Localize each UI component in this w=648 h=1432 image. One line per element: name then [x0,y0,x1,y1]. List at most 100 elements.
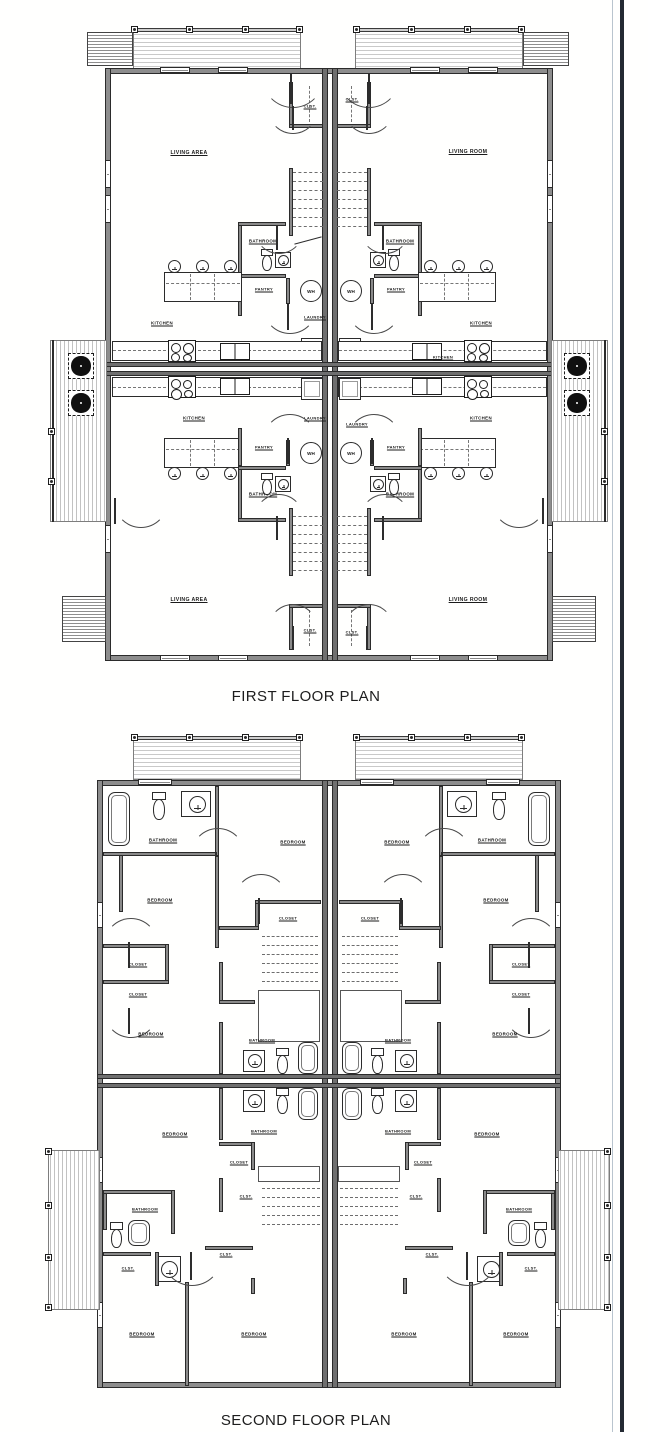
room-label-kitchen: KITCHEN [470,320,492,326]
toilet [261,473,273,495]
sheet-border-thick [620,0,624,1432]
balcony-post [518,734,525,741]
hall-wall [219,1000,255,1004]
bathroom-wall [535,852,539,912]
toilet [492,792,506,820]
room-label-closet-short: CLST. [121,1265,135,1271]
closet-wall [489,980,555,984]
window [105,160,111,188]
door-closet [376,874,430,924]
window [105,195,111,223]
room-label-bathroom: BATHROOM [248,491,278,497]
deck-rail-left [133,28,301,32]
balcony-post [186,734,193,741]
room-label-closet: CLOSET [229,1159,249,1165]
kitchen-counter [338,341,547,361]
room-label-closet-short: CLST. [425,1251,439,1257]
balcony-post [45,1254,52,1261]
door-closet-2 [268,106,318,134]
window [468,67,498,73]
balcony-rail-left [133,736,301,740]
pantry-wall-left [238,428,242,466]
lavatory [395,1050,417,1072]
range-cooktop [464,340,492,362]
second-floor-plan: BATHROOM BEDROOM CLOSET CLOSET BEDROOM B… [0,722,612,1432]
lavatory [181,791,211,817]
window [410,67,440,73]
door-closet [234,874,288,924]
side-stairs-left [62,596,106,642]
lavatory [370,252,386,268]
island-line [444,440,445,466]
door-closet-2 [504,1008,558,1038]
balcony-post [45,1304,52,1311]
bedroom-wall [439,856,443,948]
bathroom-wall [483,1190,487,1234]
toilet [371,1048,384,1074]
bathroom-wall [219,1088,223,1140]
closet-wall [507,1252,555,1256]
closet-wall [103,980,169,984]
bathtub [298,1088,318,1120]
window [218,67,248,73]
bathroom-wall [119,852,123,912]
stairs-up [337,172,367,228]
lavatory [243,1050,265,1072]
balcony-side-left [48,1150,100,1310]
door-bathroom [360,494,410,540]
bathroom-wall-right [418,466,422,522]
bathtub [342,1088,362,1120]
room-label-bathroom: BATHROOM [385,491,415,497]
closet-wall [251,1142,255,1170]
bathroom-wall [483,1190,555,1194]
stair-wall [367,508,371,576]
exterior-wall-bottom [97,1382,561,1388]
bathroom-wall [171,1190,175,1234]
stair-handrail [258,1166,320,1182]
room-label-closet-short: CLST. [409,1193,423,1199]
island-line [468,274,469,300]
lavatory [275,476,291,492]
door-bathroom [254,226,304,254]
closet-wall [437,1178,441,1212]
window [410,655,440,661]
room-label-bedroom: BEDROOM [474,1131,500,1137]
room-label-closet-short: CLST. [239,1193,253,1199]
room-label-bathroom: BATHROOM [384,1128,412,1134]
hall-wall [251,1278,255,1294]
entry-door [492,498,546,528]
room-label-bathroom: BATHROOM [505,1206,533,1212]
first-floor-plan-title: FIRST FLOOR PLAN [231,688,381,705]
bathroom-wall-left [238,466,242,522]
lavatory [275,252,291,268]
closet-wall [405,1142,441,1146]
toilet [534,1222,547,1248]
window [555,902,561,928]
ac-condenser-unit [564,390,590,416]
lavatory [370,476,386,492]
room-label-bedroom: BEDROOM [391,1331,417,1337]
door-pantry [263,414,317,464]
deck-post [296,26,303,33]
balcony-post [45,1148,52,1155]
room-label-bathroom: BATHROOM [250,1128,278,1134]
deck-post [242,26,249,33]
bar-stool [424,260,437,273]
room-label-closet: CLOSET [413,1159,433,1165]
bathroom-wall-bottom [238,274,286,278]
window [160,655,190,661]
window [547,160,553,188]
stair-handrail [258,990,320,1042]
island-line [214,440,215,466]
room-label-bathroom: BATHROOM [248,1037,276,1043]
toilet [371,1088,384,1114]
bathtub [108,792,130,846]
bathroom-wall-top [374,466,422,470]
window [105,525,111,553]
balcony-post [604,1202,611,1209]
balcony-post [408,734,415,741]
island-line [420,449,494,450]
closet-wall [489,944,493,984]
island-line [214,274,215,300]
kitchen-island [418,272,496,302]
